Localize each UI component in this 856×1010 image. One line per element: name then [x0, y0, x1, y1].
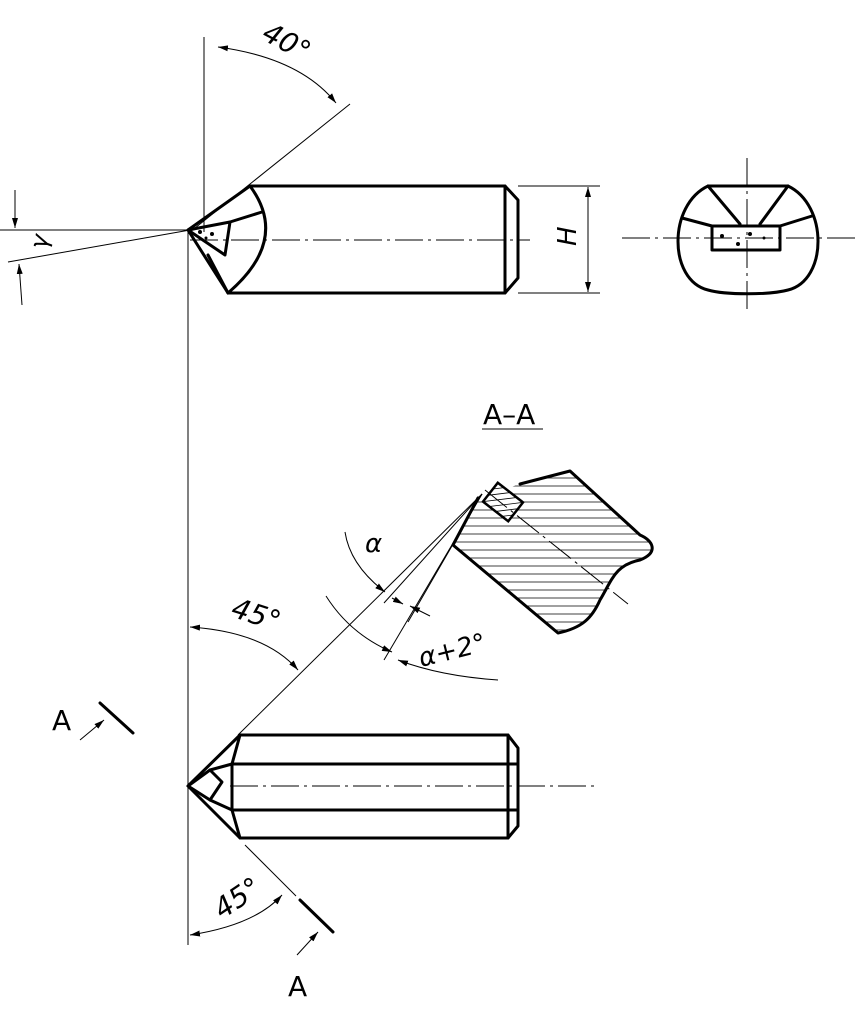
end-facet-far-left [680, 216, 714, 228]
bottom-tip-edge-2 [208, 798, 234, 812]
alpha2-arc-right [397, 659, 499, 681]
top-view: 40° γ H [0, 16, 600, 945]
section-axis [484, 489, 629, 605]
facet-edge-2 [228, 210, 264, 224]
gamma-label: γ [25, 231, 55, 252]
bottom-tip-facet [186, 768, 224, 802]
alpha-arrow-a [391, 596, 404, 605]
alpha2-arc [325, 595, 393, 653]
angle-40-arc [217, 45, 337, 104]
top-tool-body [186, 184, 520, 295]
angle-45-upper-arc [189, 624, 299, 671]
angle-45-lower-extension [244, 844, 297, 897]
cut-label-upper: A [52, 704, 71, 737]
cut-mark-lower [298, 898, 335, 934]
diamond-tip [186, 220, 232, 257]
facet-edge-1 [206, 253, 230, 295]
end-view [622, 158, 856, 310]
cut-mark-upper [98, 701, 135, 735]
angle-45-upper-label: 45° [228, 591, 285, 638]
angle-45-lower-label: 45° [208, 870, 268, 925]
bottom-tip-edge-1 [208, 762, 234, 772]
bottom-facet-slope-bottom [230, 808, 242, 840]
section-45-ray [237, 493, 483, 736]
bottom-facet-slope-top [230, 733, 242, 766]
cut-label-lower: A [288, 970, 307, 1003]
alpha-plus-2-label: α+2° [416, 628, 490, 674]
bottom-tool-body [186, 733, 520, 840]
section-holder-outline [451, 469, 654, 635]
cut-arrow-upper [79, 719, 105, 741]
cut-arrow-lower [296, 931, 319, 956]
section-insert [481, 480, 525, 524]
bottom-view: 45° A A [52, 701, 594, 1003]
alpha-ray-3 [383, 493, 483, 661]
angle-45-lower-arc [189, 894, 283, 937]
alpha-arrow-b [409, 605, 431, 617]
alpha-label: α [365, 529, 382, 559]
section-a-a: A–A [189, 398, 654, 736]
end-facet-far-right [778, 214, 814, 228]
alpha-arc-upper [344, 531, 386, 593]
end-view-outline [676, 184, 820, 296]
gamma-ray-line [7, 229, 191, 263]
section-title: A–A [483, 398, 535, 431]
end-facet-right [758, 184, 790, 226]
height-label: H [553, 226, 583, 246]
end-facet-left [706, 184, 742, 226]
angle-40-label: 40° [257, 16, 316, 68]
gamma-arrow-bottom [16, 263, 23, 306]
alpha-ray-1 [383, 493, 483, 604]
